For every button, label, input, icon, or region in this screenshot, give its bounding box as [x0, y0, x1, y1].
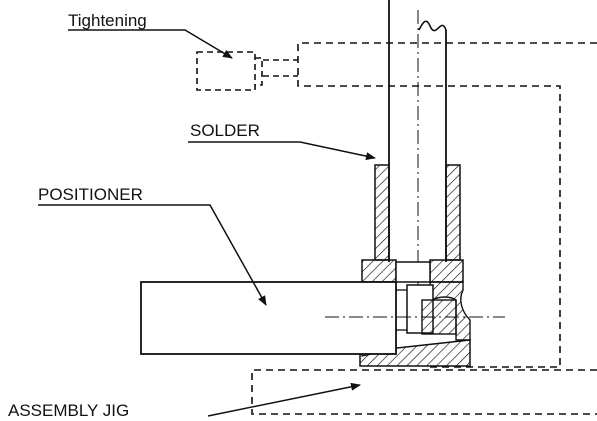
label-positioner: POSITIONER: [38, 185, 143, 204]
tightening-clamp: [196, 51, 298, 91]
assembly-jig-outline: [251, 42, 597, 415]
solder-sleeve-left: [374, 164, 390, 261]
leader-lines: [38, 29, 376, 417]
label-assembly-jig: ASSEMBLY JIG: [8, 401, 129, 420]
label-solder: SOLDER: [190, 121, 260, 140]
fitting-body: [359, 259, 471, 367]
solder-sleeve-right: [445, 164, 461, 261]
positioner-bar: [140, 281, 397, 355]
label-tightening: Tightening: [68, 11, 147, 30]
